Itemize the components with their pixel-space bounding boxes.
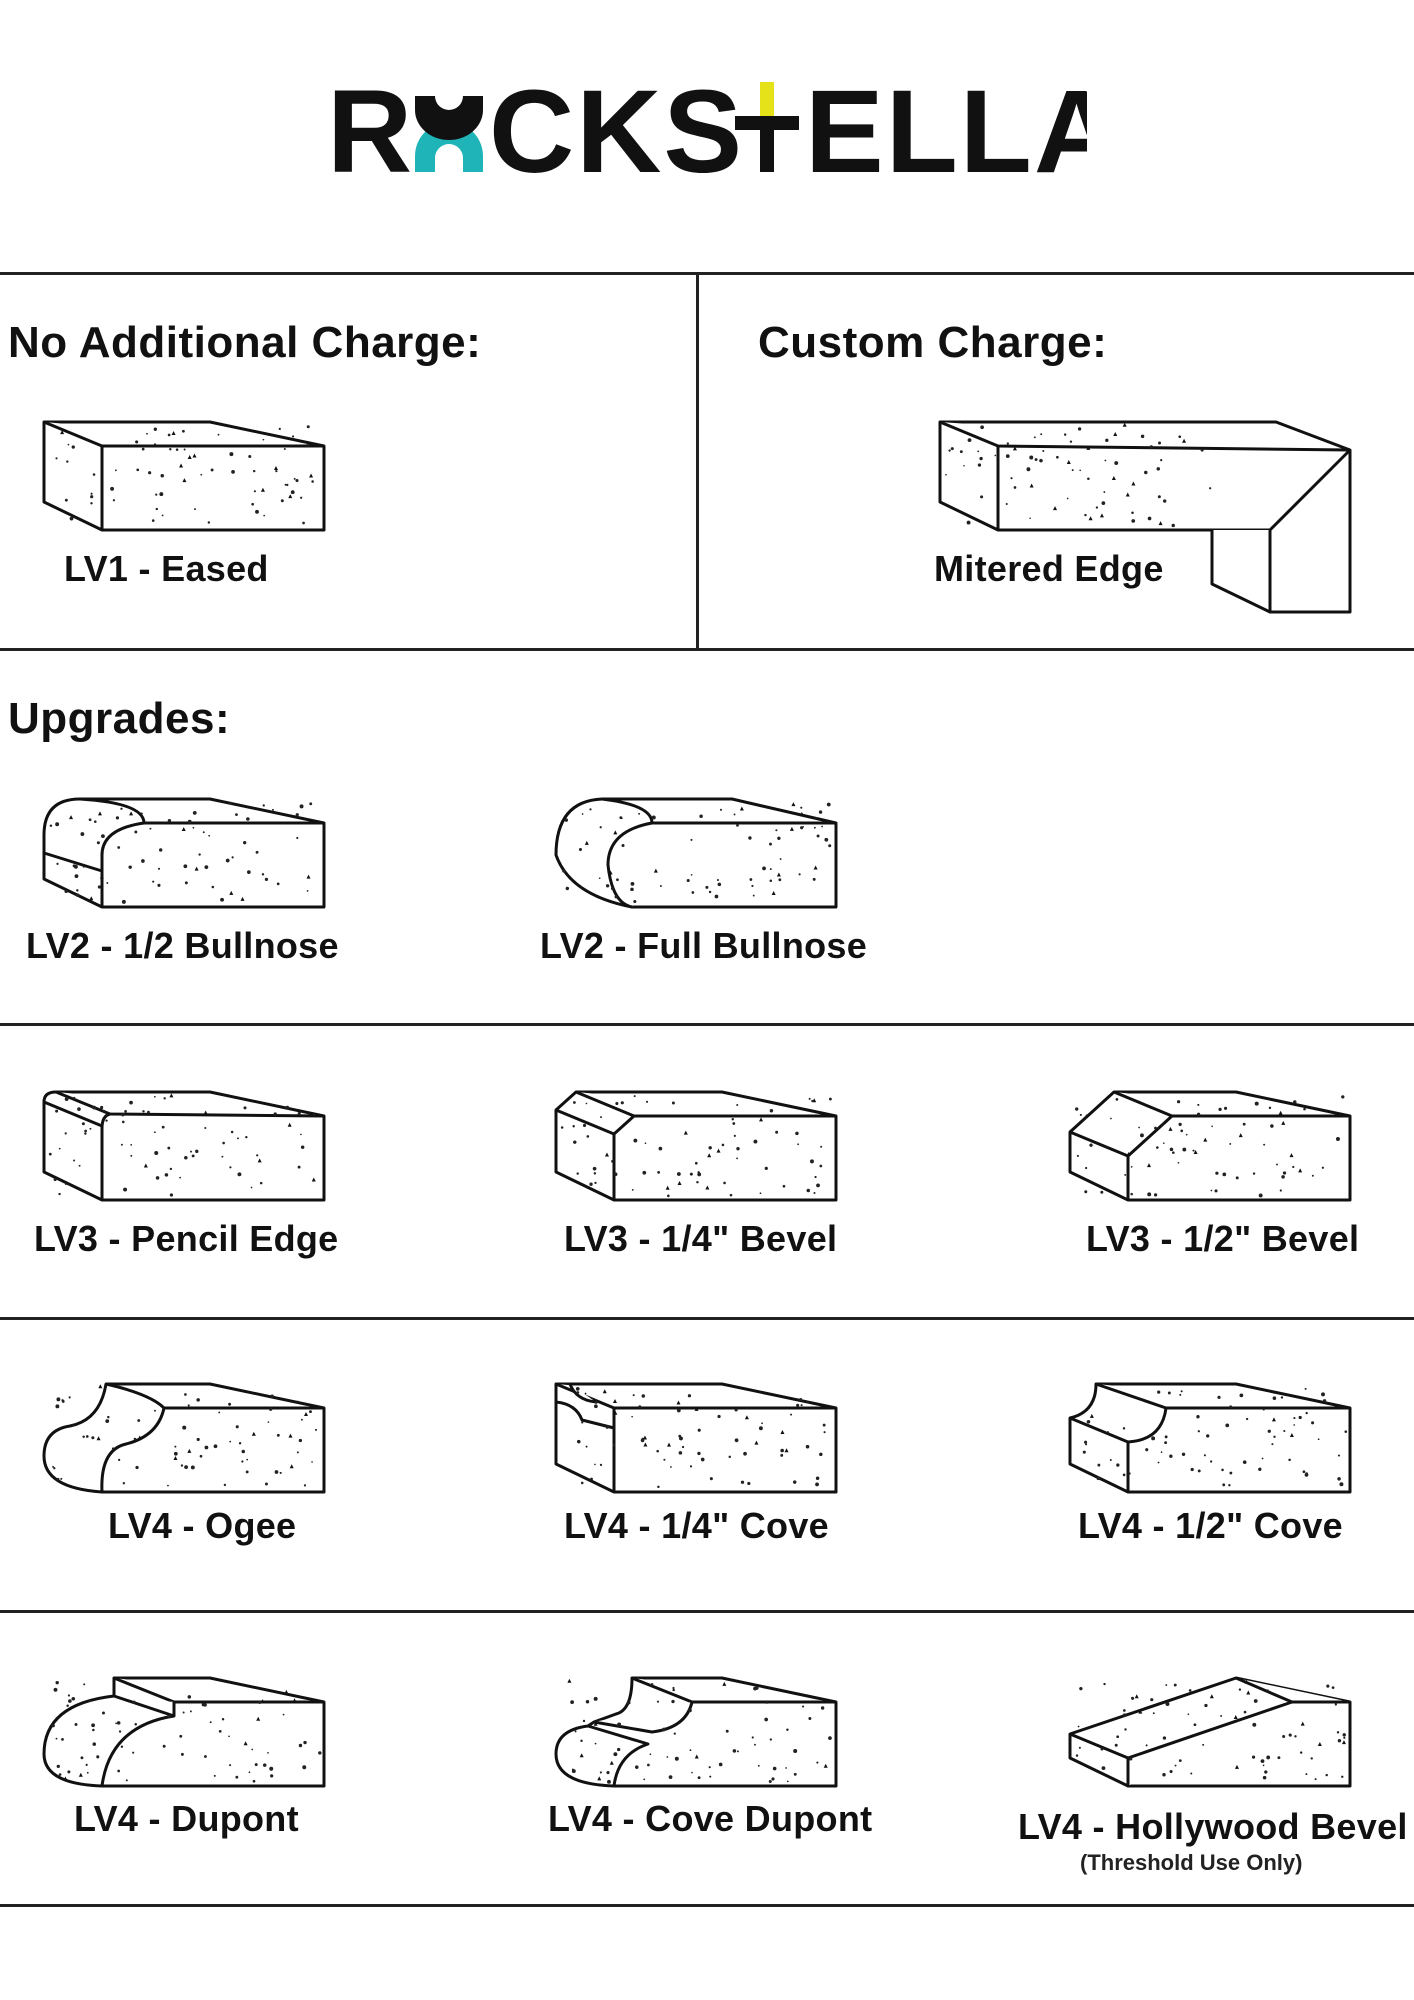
hollywood-bevel-edge-icon — [1068, 1676, 1352, 1788]
stone-texture — [51, 1680, 322, 1783]
mitered-edge-icon — [938, 420, 1352, 614]
half-cove-edge-item — [1066, 1380, 1356, 1500]
stone-texture — [945, 422, 1212, 528]
hollywood-bevel-edge-item — [1066, 1674, 1356, 1794]
stone-texture — [48, 1093, 316, 1197]
pencil-edge-icon — [42, 1090, 326, 1202]
divider — [0, 272, 1414, 275]
eased-edge-item — [40, 418, 330, 538]
half-bullnose-edge-item — [40, 795, 330, 915]
divider-vertical — [696, 272, 699, 650]
stone-texture — [560, 1095, 832, 1198]
full-bullnose-edge-item — [552, 795, 842, 915]
svg-text:R: R — [327, 80, 414, 190]
ogee-edge-icon — [42, 1382, 326, 1494]
pencil-edge-item — [40, 1088, 330, 1208]
edge-label: LV2 - Full Bullnose — [540, 925, 868, 966]
edge-label: LV3 - 1/4" Bevel — [564, 1218, 838, 1259]
svg-text:CKS: CKS — [489, 80, 744, 190]
divider — [0, 1023, 1414, 1026]
edge-note: (Threshold Use Only) — [1080, 1850, 1303, 1875]
edge-label: LV4 - Dupont — [74, 1798, 299, 1839]
stone-texture — [562, 802, 832, 904]
stone-texture — [575, 1387, 826, 1489]
rockstella-logo-icon: R CKS ELLA — [327, 80, 1087, 190]
edge-label: LV4 - 1/4" Cove — [564, 1505, 829, 1546]
full-bullnose-edge-icon — [554, 797, 838, 909]
divider — [0, 1610, 1414, 1613]
quarter-bevel-edge-icon — [554, 1090, 838, 1202]
no-charge-heading: No Additional Charge: — [8, 318, 482, 367]
dupont-edge-item — [40, 1674, 330, 1794]
stone-texture — [1075, 1679, 1346, 1781]
half-bevel-edge-icon — [1068, 1090, 1352, 1202]
stone-texture — [567, 1678, 832, 1784]
cove-dupont-edge-item — [552, 1674, 842, 1794]
mitered-edge-item — [936, 418, 1356, 618]
quarter-cove-edge-icon — [554, 1382, 838, 1494]
quarter-bevel-edge-item — [552, 1088, 842, 1208]
stone-texture — [1075, 1095, 1345, 1198]
cove-dupont-edge-icon — [554, 1676, 838, 1788]
edge-label: LV4 - Hollywood Bevel — [1018, 1806, 1408, 1847]
edge-label: LV4 - Cove Dupont — [548, 1798, 873, 1839]
divider — [0, 648, 1414, 651]
svg-text:ELLA: ELLA — [805, 80, 1087, 190]
divider — [0, 1317, 1414, 1320]
stone-texture — [52, 1384, 318, 1487]
upgrades-heading: Upgrades: — [8, 694, 231, 743]
edge-label: LV3 - 1/2" Bevel — [1086, 1218, 1360, 1259]
brand-logo: R CKS ELLA — [0, 80, 1414, 190]
edge-label: LV4 - 1/2" Cove — [1078, 1505, 1343, 1546]
half-bevel-edge-item — [1066, 1088, 1356, 1208]
custom-charge-heading: Custom Charge: — [758, 318, 1108, 367]
dupont-edge-icon — [42, 1676, 326, 1788]
eased-edge-icon — [42, 420, 326, 532]
edge-label: LV3 - Pencil Edge — [34, 1218, 339, 1259]
ogee-edge-item — [40, 1380, 330, 1500]
edge-label: Mitered Edge — [934, 548, 1164, 589]
edge-label: LV2 - 1/2 Bullnose — [26, 925, 339, 966]
edge-label: LV4 - Ogee — [108, 1505, 297, 1546]
edge-label: LV1 - Eased — [64, 548, 269, 589]
half-bullnose-edge-icon — [42, 797, 326, 909]
divider — [0, 1904, 1414, 1907]
quarter-cove-edge-item — [552, 1380, 842, 1500]
stone-texture — [1082, 1387, 1348, 1487]
stone-texture — [55, 425, 314, 525]
half-cove-edge-icon — [1068, 1382, 1352, 1494]
stone-texture — [49, 801, 313, 904]
